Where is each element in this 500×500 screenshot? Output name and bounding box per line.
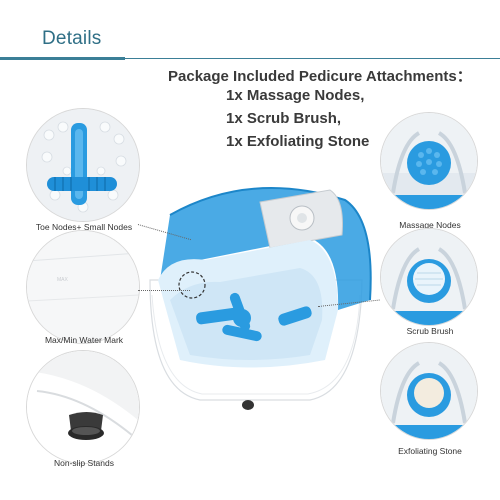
package-item: 1x Scrub Brush, — [226, 110, 342, 127]
scrub-brush-caption: Scrub Brush — [406, 326, 454, 336]
non-slip-caption: Non-slip Stands — [53, 458, 114, 468]
water-mark-closeup: MAX — [26, 230, 140, 344]
massage-nodes-caption: Massage Nodes — [399, 220, 461, 230]
non-slip-stand-closeup — [26, 350, 140, 464]
header-title: Details — [42, 28, 102, 49]
package-title: Package Included Pedicure Attachments： — [168, 68, 472, 85]
scrub-brush-closeup — [380, 228, 478, 326]
water-mark-caption: Max/Min Water Mark — [44, 335, 124, 345]
package-item: 1x Exfoliating Stone — [226, 133, 370, 150]
exfoliating-stone-caption: Exfoliating Stone — [398, 446, 462, 456]
foot-spa-product — [130, 160, 380, 415]
massage-nodes-closeup — [380, 112, 478, 210]
header-rule-accent — [0, 57, 125, 60]
package-item: 1x Massage Nodes, — [226, 87, 365, 104]
toe-nodes-roller-closeup — [26, 108, 140, 222]
svg-text:MAX: MAX — [57, 277, 69, 283]
header-rule — [0, 58, 500, 59]
leader-line — [138, 290, 190, 291]
exfoliating-stone-closeup — [380, 342, 478, 440]
